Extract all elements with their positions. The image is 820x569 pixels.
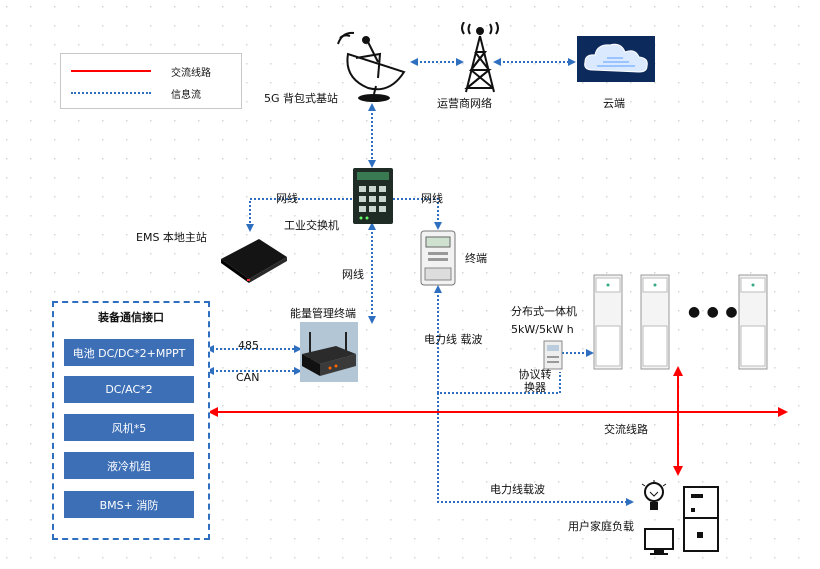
link-switch-meter bbox=[393, 198, 442, 230]
cable-left-label: 网线 bbox=[276, 192, 298, 205]
plc-upper-label: 电力线 载波 bbox=[424, 333, 483, 346]
legend-ac-label: 交流线路 bbox=[171, 68, 211, 79]
base-station-label: 5G 背包式基站 bbox=[264, 92, 339, 105]
integrated-unit-power-label: 5kW/5kW h bbox=[511, 323, 574, 336]
energy-terminal-label: 能量管理终端 bbox=[290, 307, 356, 320]
legend-info-flow-swatch bbox=[71, 92, 151, 94]
interface-item-liquid-cooling: 液冷机组 bbox=[64, 452, 194, 479]
carrier-network-label: 运营商网络 bbox=[437, 97, 492, 110]
legend: 交流线路 信息流 bbox=[60, 53, 242, 109]
user-load-label: 用户家庭负载 bbox=[568, 520, 634, 533]
switch-label: 工业交换机 bbox=[284, 219, 339, 232]
legend-ac-row: 交流线路 bbox=[71, 64, 233, 79]
ems-station-icon bbox=[221, 239, 287, 283]
more-units-ellipsis: ● ● ● bbox=[688, 304, 739, 320]
ac-bus-label: 交流线路 bbox=[604, 423, 648, 436]
interface-item-bms-fire: BMS+ 消防 bbox=[64, 491, 194, 518]
link-plc-upper bbox=[434, 285, 561, 394]
cabinet-icon bbox=[683, 486, 719, 552]
cloud-icon bbox=[577, 36, 655, 82]
cloud-label: 云端 bbox=[603, 97, 625, 110]
interface-item-battery-dcdc: 电池 DC/DC*2+MPPT bbox=[64, 339, 194, 366]
protocol-converter-icon bbox=[543, 340, 563, 370]
plc-lower-label: 电力线载波 bbox=[490, 483, 545, 496]
interface-box: 装备通信接口 电池 DC/DC*2+MPPT DC/AC*2 风机*5 液冷机组… bbox=[52, 301, 210, 540]
rs485-label: 485 bbox=[238, 339, 259, 352]
interface-box-title: 装备通信接口 bbox=[98, 311, 164, 324]
link-switch-ems bbox=[246, 198, 352, 232]
cable-right-label: 网线 bbox=[421, 192, 443, 205]
interface-item-fan: 风机*5 bbox=[64, 414, 194, 441]
integrated-unit-label: 分布式一体机 bbox=[511, 305, 577, 318]
integrated-unit-icon bbox=[738, 274, 768, 370]
satellite-dish-icon bbox=[337, 31, 406, 102]
legend-info-label: 信息流 bbox=[171, 90, 201, 101]
can-label: CAN bbox=[236, 371, 260, 384]
industrial-switch-icon bbox=[353, 168, 393, 224]
monitor-icon bbox=[644, 528, 674, 555]
protocol-converter-label: 协议转 换器 bbox=[518, 368, 552, 394]
integrated-unit-icon bbox=[640, 274, 670, 370]
cell-tower-icon bbox=[461, 22, 499, 93]
link-plc-lower bbox=[437, 393, 634, 506]
cable-down-label: 网线 bbox=[342, 268, 364, 281]
legend-info-row: 信息流 bbox=[71, 86, 233, 101]
legend-ac-line-swatch bbox=[71, 70, 151, 72]
integrated-unit-icon bbox=[593, 274, 623, 370]
meter-terminal-icon bbox=[420, 230, 456, 286]
ems-station-label: EMS 本地主站 bbox=[136, 231, 207, 244]
interface-item-dcac: DC/AC*2 bbox=[64, 376, 194, 403]
meter-terminal-label: 终端 bbox=[465, 252, 487, 265]
lightbulb-icon bbox=[641, 480, 667, 510]
energy-terminal-icon bbox=[300, 322, 358, 382]
